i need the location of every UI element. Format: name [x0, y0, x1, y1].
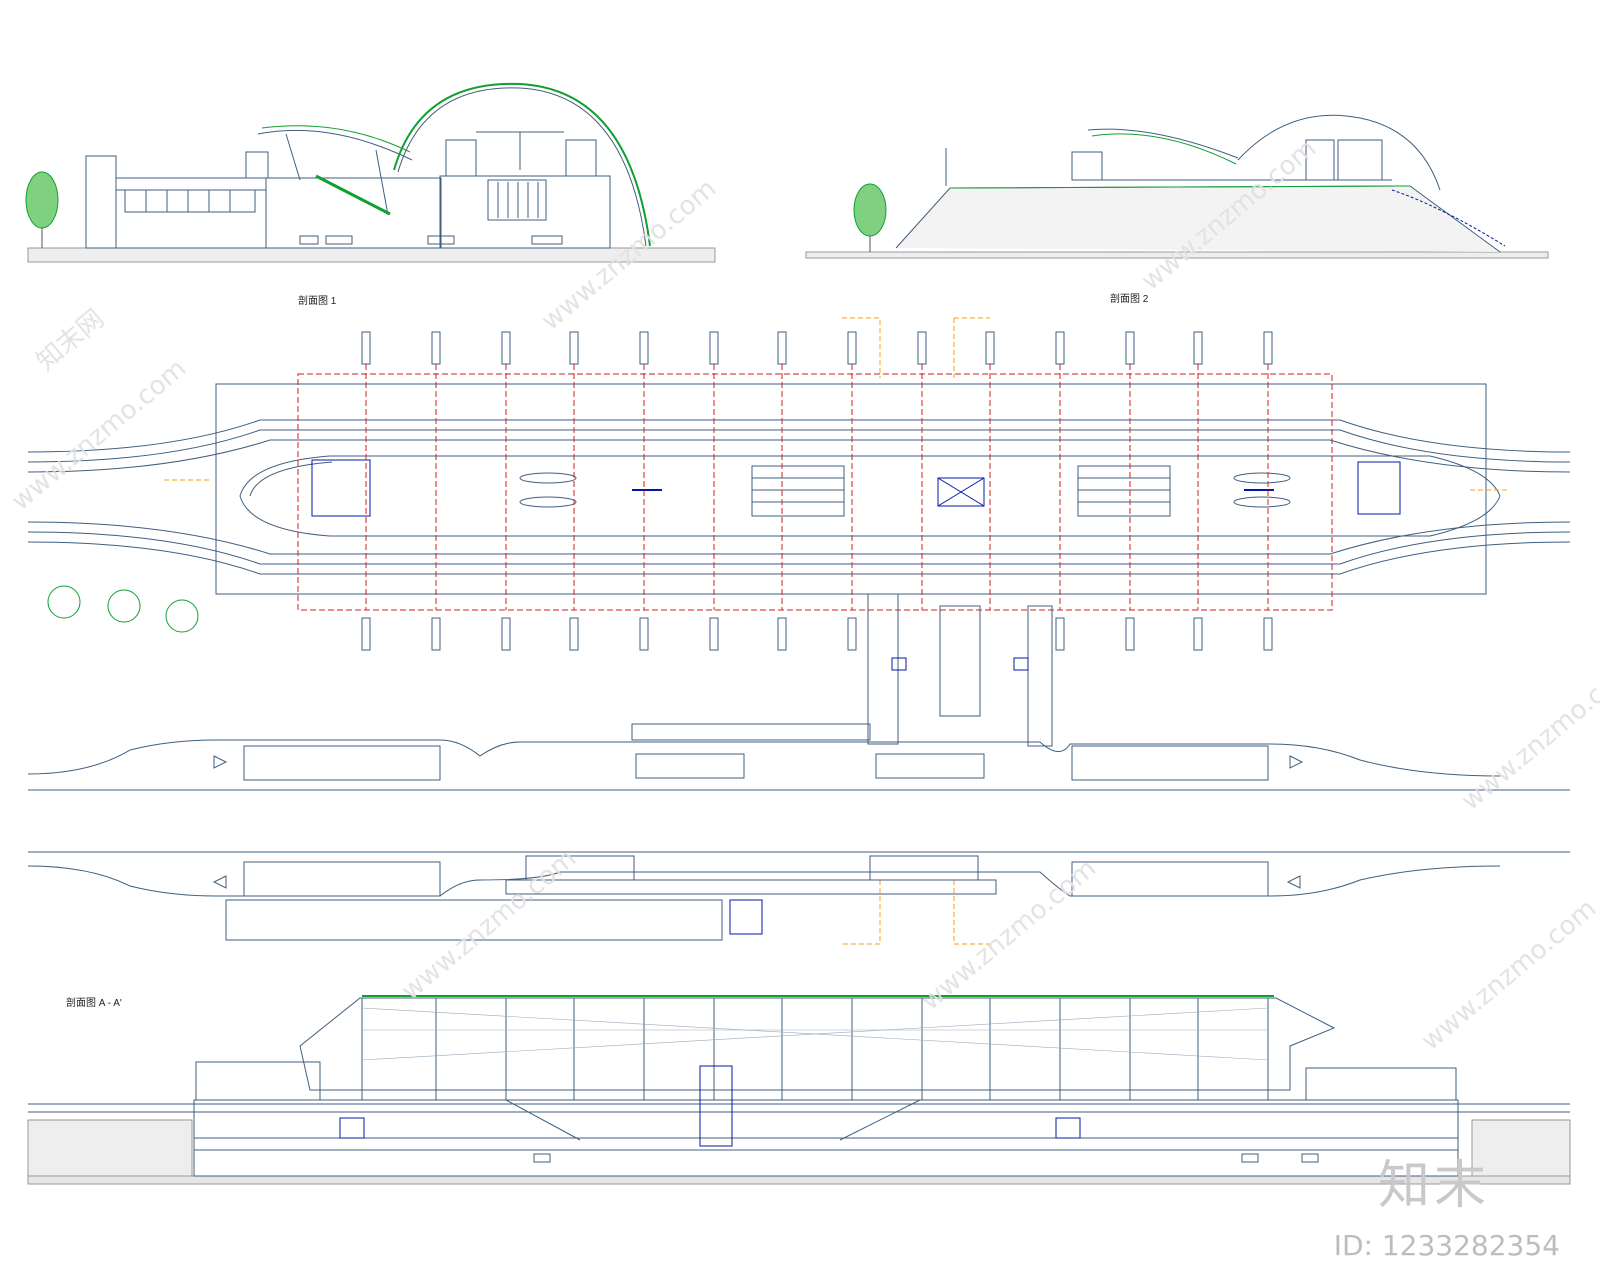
section-aa-label: 剖面图 A - A'	[66, 998, 122, 1009]
tree-icon	[25, 171, 59, 248]
watermark-logo: 知末	[1377, 1156, 1490, 1216]
column-markers	[361, 331, 1273, 651]
elevation-1	[25, 82, 716, 263]
watermark-id: ID: 1233282354	[1333, 1229, 1560, 1262]
elevation-2	[805, 114, 1549, 259]
road-plan	[27, 723, 1570, 941]
window-row	[124, 189, 256, 213]
tree-icon	[47, 585, 199, 633]
tree-icon	[853, 183, 887, 252]
plan-view	[27, 317, 1571, 945]
section-1-label: 剖面图 1	[298, 296, 337, 307]
escalator-block	[751, 465, 1171, 517]
section-aa	[27, 995, 1571, 1185]
section-2-label: 剖面图 2	[1110, 294, 1149, 305]
